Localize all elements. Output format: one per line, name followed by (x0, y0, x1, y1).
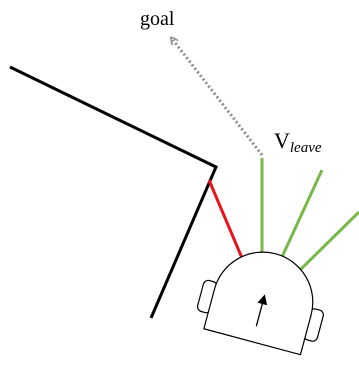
sensor-ray-contact (207, 179, 244, 259)
arrow-up-icon (255, 294, 268, 327)
goal-label: goal (140, 8, 175, 30)
goal-direction-line (173, 40, 264, 156)
v-leave-main: V (274, 128, 290, 153)
robot (196, 251, 324, 356)
obstacle-wall (9, 65, 218, 319)
sensor-ray-free-3 (298, 210, 359, 272)
v-leave-subscript: leave (290, 140, 322, 156)
sensor-ray-free-2 (280, 169, 324, 258)
v-leave-label: Vleave (274, 128, 322, 156)
